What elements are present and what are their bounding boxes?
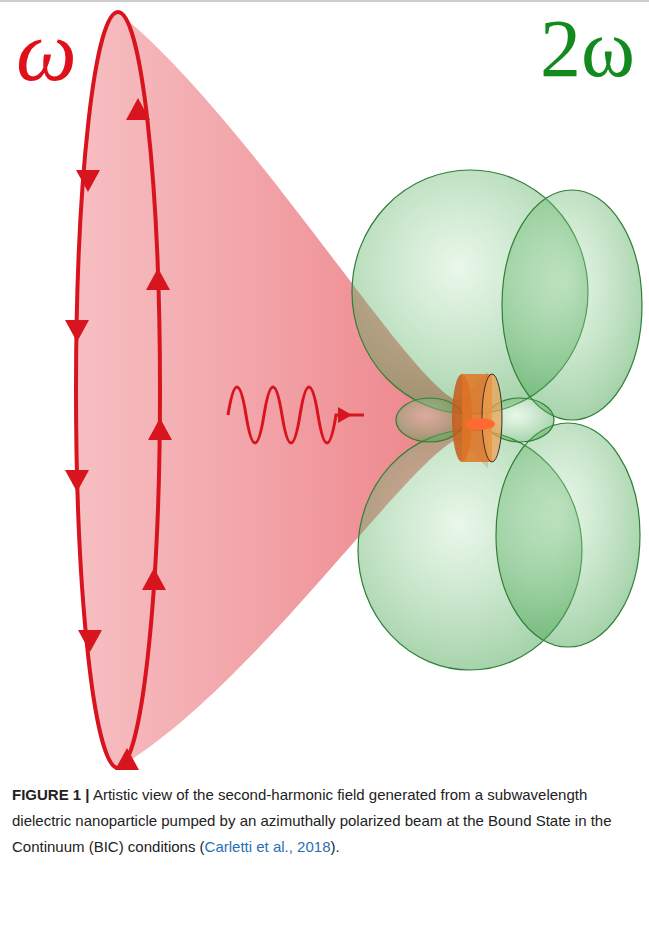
polarization-arrows bbox=[65, 98, 172, 770]
harmonic-label: 2ω bbox=[540, 8, 635, 90]
figure-caption: FIGURE 1 | Artistic view of the second-h… bbox=[12, 782, 638, 860]
beam-cone bbox=[76, 12, 455, 768]
sh-lobes bbox=[352, 170, 642, 670]
frequency-label: ω bbox=[16, 8, 77, 94]
nanoparticle bbox=[452, 374, 502, 462]
incident-wave bbox=[228, 387, 364, 443]
top-rule bbox=[0, 1, 649, 2]
polarization-ring bbox=[76, 12, 160, 768]
